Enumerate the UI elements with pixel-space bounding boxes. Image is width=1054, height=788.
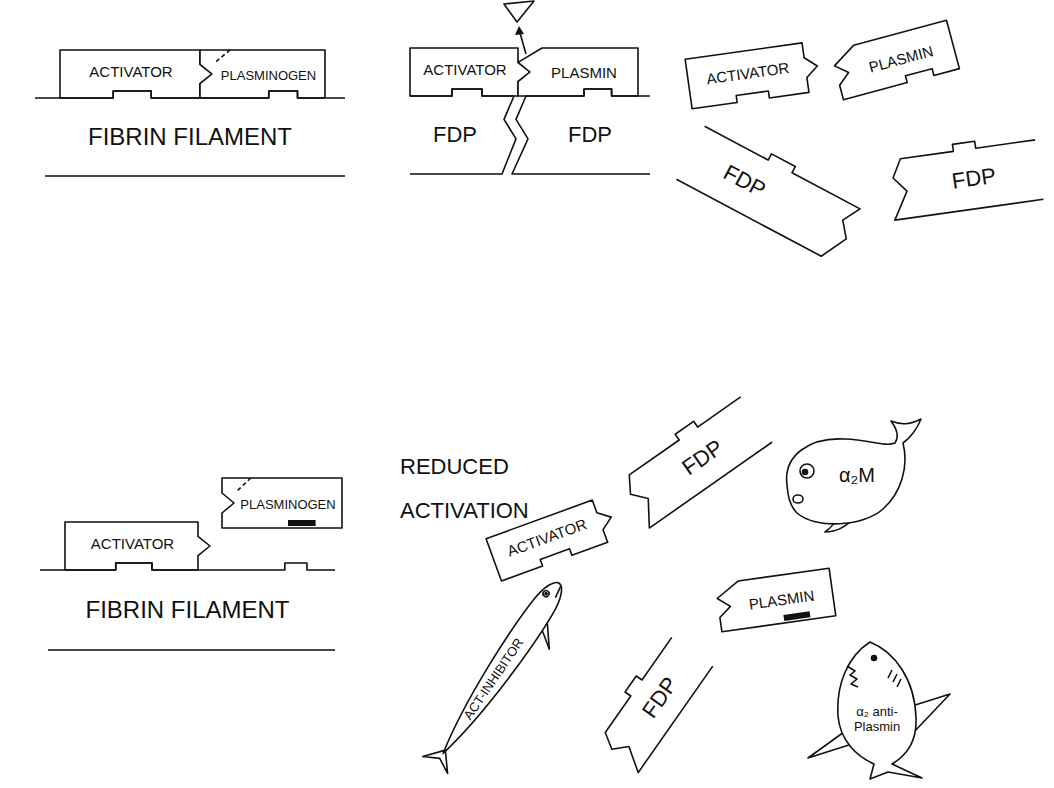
fragment-edge [614, 391, 772, 528]
fragment-edge [410, 89, 516, 174]
node-label: ACTIVATOR [89, 63, 172, 80]
state-label: REDUCED ACTIVATION [400, 445, 578, 533]
plasmin-outline [715, 568, 836, 632]
plasmin-box: PLASMIN [831, 20, 960, 99]
shark-figure [808, 642, 950, 779]
fragment-edge [676, 120, 865, 263]
node-label: FDP [637, 672, 683, 723]
whale-mouth [793, 495, 803, 503]
whale-figure [787, 419, 921, 532]
activator-outline [685, 41, 821, 109]
blocked-site [288, 520, 316, 526]
plasmin-box: PLASMIN [518, 48, 638, 96]
node-label: FIBRIN FILAMENT [88, 123, 292, 151]
plasminogen-outline [200, 50, 325, 98]
node-label: α₂ anti-Plasmin [852, 705, 902, 735]
fragment-edge [592, 633, 713, 772]
node-label: FDP [719, 160, 770, 203]
whale-body [787, 419, 921, 524]
eel-body [433, 576, 570, 761]
fibrin-filament: FIBRIN FILAMENT [40, 570, 335, 650]
fdp-fragment: FDP [410, 96, 518, 174]
fdp-fragment: FDP [618, 396, 772, 527]
inhibitor-eel: ACT-INHIBITOR [427, 574, 573, 767]
activator-box: ACTIVATOR [685, 41, 821, 109]
fragment-edge [512, 89, 650, 174]
node-label: PLASMINOGEN [240, 498, 335, 513]
eel-pupil [545, 592, 548, 595]
shark-fin [912, 694, 950, 732]
node-label: FDP [433, 122, 477, 147]
node-label: α₂M [839, 464, 875, 487]
antiplasmin-shark: α₂ anti-Plasmin [800, 640, 960, 780]
label-block: REDUCED ACTIVATION [400, 445, 578, 533]
whale-eye [800, 464, 814, 478]
fdp-fragment: FDP [597, 637, 713, 772]
node-label: ACT-INHIBITOR [461, 636, 527, 723]
node-outline [676, 126, 863, 263]
node-label: PLASMINOGEN [221, 69, 316, 84]
blocked-site [783, 611, 810, 621]
fdp-fragment: FDP [512, 96, 650, 174]
filament-edge [40, 563, 335, 650]
cleavage-line [215, 50, 230, 62]
shark-body [838, 642, 922, 779]
shark-eye [872, 656, 877, 661]
released-fragment [504, 1, 534, 22]
node-label: FIBRIN FILAMENT [85, 596, 289, 624]
macroglobulin-whale: α₂M [775, 415, 925, 530]
arrow-head [515, 26, 524, 35]
plasminogen-box: PLASMINOGEN [200, 50, 325, 98]
release-arrow [520, 33, 526, 54]
shark-gills [888, 670, 901, 687]
node-label: ACTIVATOR [91, 535, 174, 552]
node-label: PLASMIN [551, 64, 617, 81]
node-label: FDP [950, 163, 997, 194]
cleavage-line [237, 478, 251, 491]
fibrin-filament: FIBRIN FILAMENT [35, 98, 345, 176]
plasmin-box: PLASMIN [715, 568, 836, 632]
plasminogen-box: PLASMINOGEN [222, 478, 342, 528]
filament-edge [35, 91, 345, 176]
eel-tail [423, 742, 458, 774]
fdp-fragment: FDP [887, 140, 1044, 220]
fdp-fragment: FDP [676, 126, 863, 263]
node-label: ACTIVATOR [423, 61, 506, 78]
plasmin-outline [518, 48, 638, 96]
eel-mouth [554, 587, 562, 598]
eel-eye [542, 589, 550, 597]
plasmin-outline [831, 20, 960, 99]
node-label: FDP [568, 122, 612, 147]
whale-pupil [803, 470, 808, 475]
fragment-edge [886, 133, 1044, 220]
shark-teeth [847, 666, 858, 687]
plasminogen-outline [222, 478, 342, 528]
node-label: FDP [677, 434, 728, 480]
